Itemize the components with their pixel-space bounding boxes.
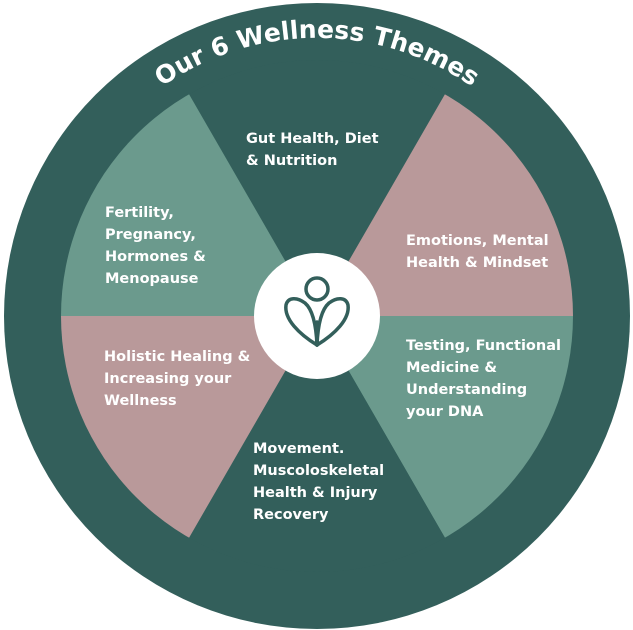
segment-holistic [61,316,317,572]
center-circle [254,253,380,379]
theme-label-testing: Testing, Functional Medicine & Understan… [406,338,566,420]
theme-label-fertility: Fertility, Pregnancy, Hormones & Menopau… [105,205,211,287]
segment-testing [317,316,573,572]
segment-gut-health [167,60,467,316]
theme-label-emotions: Emotions, Mental Health & Mindset [406,233,554,271]
theme-label-movement: Movement. Muscoloskeletal Health & Injur… [253,441,389,523]
segment-emotions [317,60,573,316]
segment-fertility [61,60,317,316]
wellness-figure-heart-icon [284,276,350,347]
theme-label-gut-health: Gut Health, Diet & Nutrition [246,131,384,169]
segment-movement [167,316,467,572]
theme-label-holistic: Holistic Healing & Increasing your Welln… [104,349,255,409]
